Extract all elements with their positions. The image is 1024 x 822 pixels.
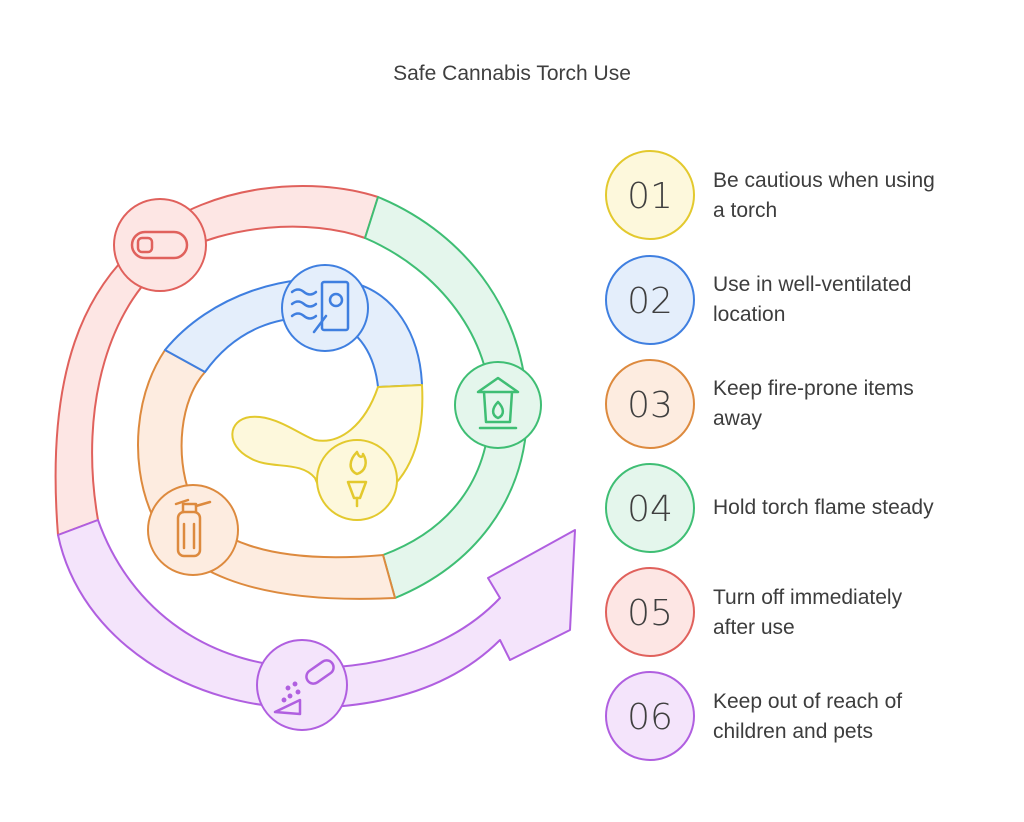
step-label-05-line1: Turn off immediately: [713, 586, 903, 609]
badge-toggle: [113, 198, 207, 292]
badge-shaker: [256, 639, 348, 731]
step-label-04: Hold torch flame steady: [713, 493, 1013, 523]
svg-text:03: 03: [627, 385, 673, 426]
svg-text:06: 06: [627, 697, 673, 738]
step-number-01: 01: [605, 150, 695, 240]
step-label-03: Keep fire-prone items away: [713, 374, 1013, 434]
step-label-04-line1: Hold torch flame steady: [713, 496, 934, 519]
toggle-switch-icon: [130, 230, 189, 260]
badge-extinguisher: [147, 484, 239, 576]
step-label-01: Be cautious when using a torch: [713, 166, 1013, 226]
svg-text:01: 01: [627, 176, 673, 217]
spiral-segment-06: [57, 519, 576, 710]
step-number-02: 02: [605, 255, 695, 345]
step-label-06-line2: children and pets: [713, 720, 873, 743]
step-number-04: 04: [605, 463, 695, 553]
step-label-01-line1: Be cautious when using: [713, 169, 935, 192]
svg-text:04: 04: [627, 489, 673, 530]
svg-text:02: 02: [627, 281, 673, 322]
step-label-03-line2: away: [713, 407, 763, 430]
step-label-05-line2: after use: [713, 616, 795, 639]
step-number-03: 03: [605, 359, 695, 449]
step-label-05: Turn off immediately after use: [713, 583, 1013, 643]
step-number-05: 05: [605, 567, 695, 657]
page-title: Safe Cannabis Torch Use: [393, 62, 631, 85]
step-label-06: Keep out of reach of children and pets: [713, 687, 1013, 747]
lantern-icon: [476, 376, 520, 430]
step-label-06-line1: Keep out of reach of: [713, 690, 903, 713]
step-label-01-line2: a torch: [713, 199, 778, 222]
step-label-02-line1: Use in well-ventilated: [713, 273, 912, 296]
salt-shaker-icon: [273, 659, 335, 716]
ventilation-icon: [290, 280, 350, 334]
torch-icon: [346, 450, 368, 508]
svg-text:05: 05: [627, 593, 673, 634]
badge-torch: [316, 439, 398, 521]
badge-lantern: [454, 361, 542, 449]
step-label-02: Use in well-ventilated location: [713, 270, 1013, 330]
step-label-02-line2: location: [713, 303, 786, 326]
step-number-06: 06: [605, 671, 695, 761]
step-label-03-line1: Keep fire-prone items: [713, 377, 914, 400]
badge-ventilation: [281, 264, 369, 352]
fire-extinguisher-icon: [174, 498, 212, 558]
